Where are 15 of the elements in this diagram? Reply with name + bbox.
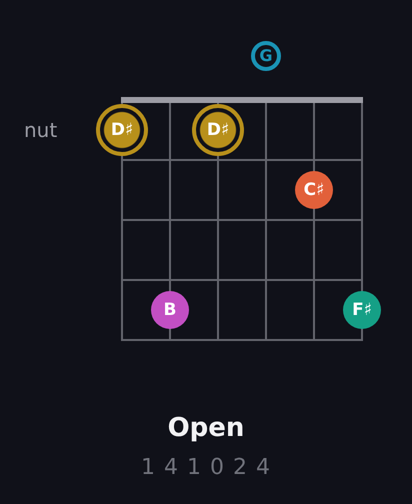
- chord-title: Open: [168, 415, 244, 441]
- root-note-dot: [96, 104, 148, 156]
- note-name: F♯: [352, 302, 372, 318]
- note-name: D♯: [110, 122, 134, 138]
- nut-label: nut: [24, 120, 58, 140]
- note-name: C♯: [304, 182, 324, 198]
- note-name: B: [164, 302, 176, 318]
- note-dot: [343, 291, 381, 329]
- fret-numbers: 1 4 1 0 2 4: [141, 457, 271, 479]
- note-dot: [151, 291, 189, 329]
- note-dot: [295, 171, 333, 209]
- open-string-marker: [251, 41, 281, 71]
- note-name: D♯: [206, 122, 230, 138]
- note-name: G: [259, 48, 273, 64]
- root-note-dot: [192, 104, 244, 156]
